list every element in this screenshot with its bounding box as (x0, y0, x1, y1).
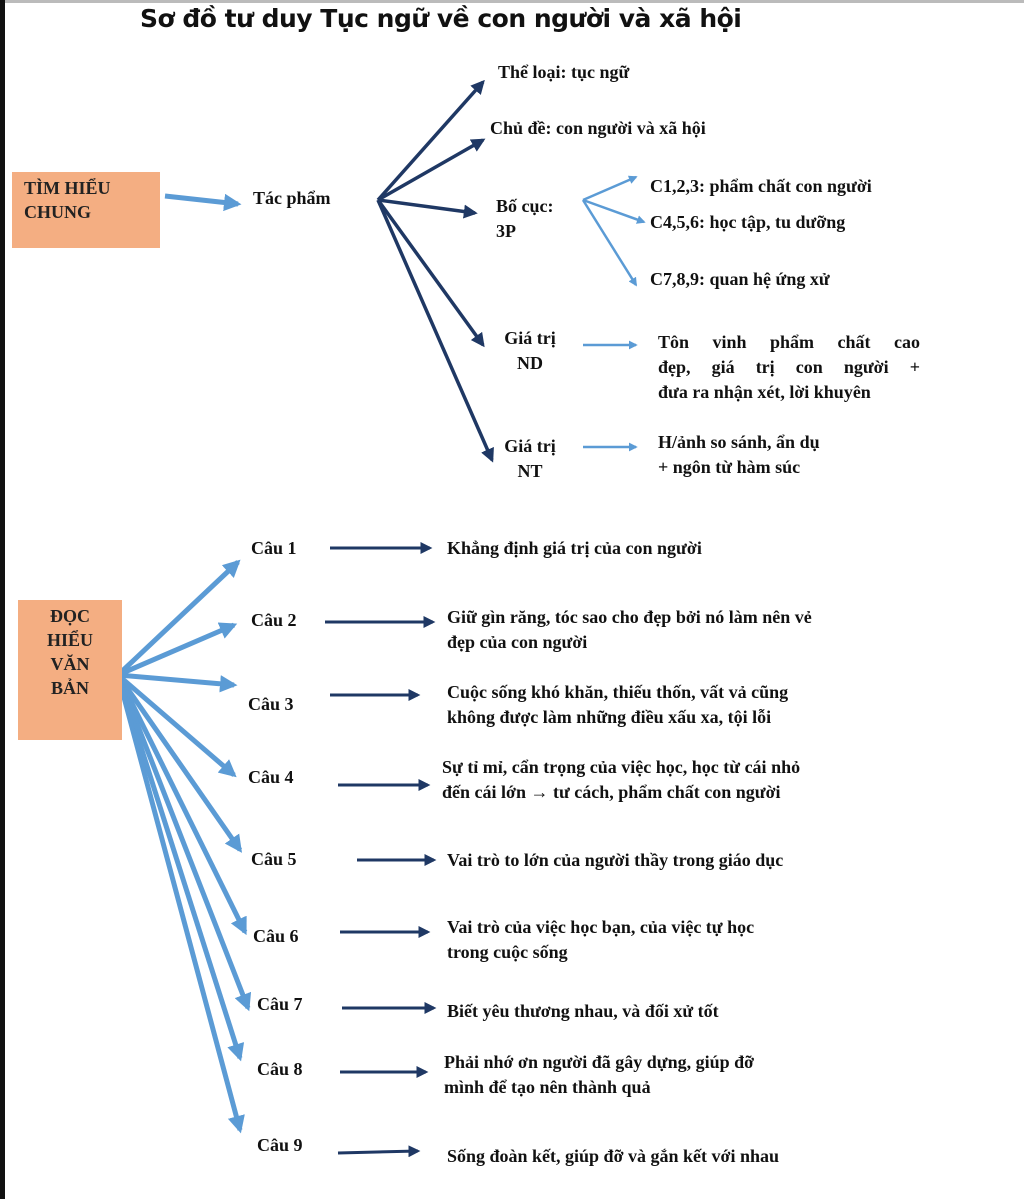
text-line: Phải nhớ ơn người đã gây dựng, giúp đỡ (444, 1052, 755, 1072)
arrow-to-cau-2 (117, 622, 238, 678)
cau-label-1: Câu 1 (251, 538, 297, 558)
node-bo-cuc: Bố cục: 3P (496, 194, 554, 244)
cau-text-6: Vai trò của việc học bạn, của việc tự họ… (447, 915, 754, 965)
cau-text-3: Cuộc sống khó khăn, thiếu thốn, vất vả c… (447, 680, 788, 730)
node-the-loai: Thể loại: tục ngữ (498, 62, 630, 82)
arrow-to-cau-9 (115, 674, 245, 1134)
text-line: Tôn vinh phẩm chất cao (658, 332, 920, 352)
arrow-tac-pham-branch-3 (377, 198, 478, 219)
arrow-to-cau-1 (116, 559, 241, 677)
cau-label-4: Câu 4 (248, 767, 294, 787)
bo-cuc-part-2: C4,5,6: học tập, tu dưỡng (650, 212, 846, 232)
text-line: Vai trò to lớn của người thầy trong giáo… (447, 850, 784, 870)
box-line: BẢN (50, 678, 89, 698)
bo-cuc-part-1: C1,2,3: phẩm chất con người (650, 176, 872, 196)
box-line: TÌM HIỂU (24, 178, 111, 198)
arrow-bo-cuc-part-1 (582, 175, 638, 202)
arrow-bo-cuc-part-3 (581, 199, 638, 287)
cau-text-9: Sống đoàn kết, giúp đỡ và gắn kết với nh… (447, 1144, 779, 1169)
arrow-tac-pham-branch-1 (376, 79, 485, 202)
text-line: Khẳng định giá trị của con người (447, 538, 702, 558)
box-line: ĐỌC (50, 606, 90, 626)
cau-label-8: Câu 8 (257, 1059, 303, 1079)
text-line: Sự tỉ mỉ, cẩn trọng của việc học, học từ… (442, 757, 801, 777)
left-border (0, 0, 5, 1199)
text-line: mình để tạo nên thành quả (444, 1077, 651, 1097)
cau-text-4: Sự tỉ mỉ, cẩn trọng của việc học, học từ… (442, 755, 800, 805)
top-border (0, 0, 1024, 3)
arrow-to-cau-4 (116, 673, 237, 778)
arrow-to-cau-3 (117, 672, 238, 693)
text-line: 3P (496, 221, 516, 241)
arrow-to-tac-pham (164, 193, 242, 212)
cau-label-5: Câu 5 (251, 849, 297, 869)
text-line: trong cuộc sống (447, 942, 568, 962)
gia-tri-nt-text: H/ảnh so sánh, ẩn dụ + ngôn từ hàm súc (658, 430, 820, 480)
cau-text-2: Giữ gìn răng, tóc sao cho đẹp bởi nó làm… (447, 605, 812, 655)
arrow-to-cau-8 (115, 674, 245, 1062)
arrow-bo-cuc-part-2 (582, 198, 646, 224)
text-line: Giá trị (504, 328, 556, 348)
node-tac-pham: Tác phẩm (253, 188, 331, 208)
bo-cuc-part-3: C7,8,9: quan hệ ứng xử (650, 269, 830, 289)
text-line: Biết yêu thương nhau, và đối xử tốt (447, 1001, 719, 1021)
gia-tri-nd-text: Tôn vinh phẩm chất cao đẹp, giá trị con … (658, 330, 920, 405)
text-line: đưa ra nhận xét, lời khuyên (658, 382, 871, 402)
arrow-to-cau-5 (115, 673, 243, 853)
text-line: NT (517, 461, 543, 481)
box-line: HIỂU (46, 630, 93, 650)
text-line: ND (517, 353, 543, 373)
box-doc-hieu-van-ban: ĐỌC HIỂU VĂN BẢN (18, 600, 122, 740)
box-line: CHUNG (24, 202, 91, 222)
text-line: Bố cục: (496, 196, 554, 216)
box-tim-hieu-chung: TÌM HIỂU CHUNG (12, 172, 160, 248)
text-line: + ngôn từ hàm súc (658, 457, 801, 477)
cau-label-2: Câu 2 (251, 610, 297, 630)
arrow-to-cau-6 (115, 673, 248, 936)
arrow-to-cau-7 (115, 674, 252, 1012)
diagram-title: Sơ đồ tư duy Tục ngữ về con người và xã … (140, 4, 742, 33)
cau-text-5: Vai trò to lớn của người thầy trong giáo… (447, 848, 783, 873)
text-line: Cuộc sống khó khăn, thiếu thốn, vất vả c… (447, 682, 789, 702)
text-line: Vai trò của việc học bạn, của việc tự họ… (447, 917, 755, 937)
cau-text-8: Phải nhớ ơn người đã gây dựng, giúp đỡ mì… (444, 1050, 754, 1100)
cau-label-7: Câu 7 (257, 994, 303, 1014)
node-gia-tri-nd: Giá trị ND (495, 326, 565, 376)
cau-text-7: Biết yêu thương nhau, và đối xử tốt (447, 999, 719, 1024)
node-chu-de: Chủ đề: con người và xã hội (490, 118, 706, 138)
text-line: H/ảnh so sánh, ẩn dụ (658, 432, 820, 452)
box-line: VĂN (50, 654, 90, 674)
text-line: đẹp, giá trị con người + (658, 357, 920, 377)
text-line: đẹp của con người (447, 632, 588, 652)
cau-label-6: Câu 6 (253, 926, 299, 946)
cau-label-3: Câu 3 (248, 694, 294, 714)
node-gia-tri-nt: Giá trị NT (495, 434, 565, 484)
text-line: Giá trị (504, 436, 556, 456)
arrow-tac-pham-branch-5 (376, 199, 494, 463)
text-line: Giữ gìn răng, tóc sao cho đẹp bởi nó làm… (447, 607, 812, 627)
text-line: không được làm những điều xấu xa, tội lỗ… (447, 707, 772, 727)
arrow-tac-pham-branch-4 (376, 198, 485, 348)
cau-label-9: Câu 9 (257, 1135, 303, 1155)
text-line: Sống đoàn kết, giúp đỡ và gắn kết với nh… (447, 1146, 780, 1166)
arrow-cau-9-text (337, 1145, 421, 1158)
text-line: đến cái lớn → tư cách, phẩm chất con ngư… (442, 782, 781, 802)
arrow-tac-pham-branch-2 (377, 138, 486, 202)
cau-text-1: Khẳng định giá trị của con người (447, 536, 702, 561)
